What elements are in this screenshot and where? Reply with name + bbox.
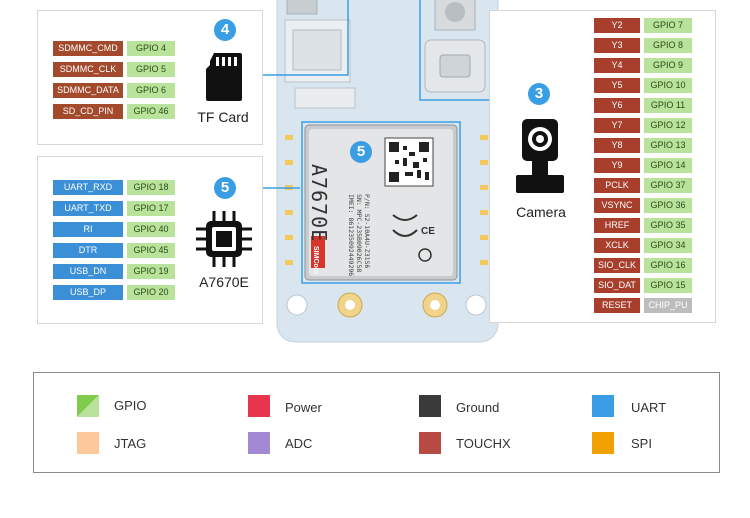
legend-gpio-swatch xyxy=(77,395,99,417)
camera-gpio-label: GPIO 7 xyxy=(644,18,692,33)
camera-gpio-label: GPIO 36 xyxy=(644,198,692,213)
camera-gpio-label: GPIO 15 xyxy=(644,278,692,293)
tf-card-panel: SDMMC_CMD GPIO 4 SDMMC_CLK GPIO 5 SDMMC_… xyxy=(37,10,263,145)
camera-icon xyxy=(516,119,564,193)
board: 5 A7670E SIMCom CE P/N: S2-10A4U-Z31S6 S… xyxy=(275,0,500,345)
camera-gpio-label: GPIO 8 xyxy=(644,38,692,53)
camera-gpio-label: GPIO 11 xyxy=(644,98,692,113)
legend-uart-label: UART xyxy=(631,400,667,415)
legend: GPIO Power Ground UART JTAG ADC TOUCHX S… xyxy=(33,372,720,473)
camera-gpio-label: GPIO 37 xyxy=(644,178,692,193)
tf-gpio-label: GPIO 6 xyxy=(127,83,175,98)
modem-gpio-label: GPIO 17 xyxy=(127,201,175,216)
legend-touchx-label: TOUCHX xyxy=(456,436,511,451)
camera-caption: Camera xyxy=(516,204,566,220)
modem-pin-label: DTR xyxy=(53,243,123,258)
board-graphic xyxy=(276,0,499,343)
modem-gpio-label: GPIO 19 xyxy=(127,264,175,279)
camera-pin-label: XCLK xyxy=(594,238,640,253)
modem-gpio-label: GPIO 45 xyxy=(127,243,175,258)
camera-pin-label: Y4 xyxy=(594,58,640,73)
legend-spi-label: SPI xyxy=(631,436,652,451)
modem-pin-label: UART_RXD xyxy=(53,180,123,195)
camera-gpio-label: GPIO 14 xyxy=(644,158,692,173)
modem-pin-label: USB_DP xyxy=(53,285,123,300)
camera-pin-label: RESET xyxy=(594,298,640,313)
camera-gpio-label: GPIO 34 xyxy=(644,238,692,253)
modem-pin-label: UART_TXD xyxy=(53,201,123,216)
tf-gpio-label: GPIO 5 xyxy=(127,62,175,77)
legend-ground-swatch xyxy=(419,395,441,417)
modem-gpio-label: GPIO 20 xyxy=(127,285,175,300)
legend-jtag-swatch xyxy=(77,432,99,454)
legend-ground-label: Ground xyxy=(456,400,500,415)
camera-pin-label: Y9 xyxy=(594,158,640,173)
camera-pin-label: PCLK xyxy=(594,178,640,193)
camera-pin-label: Y6 xyxy=(594,98,640,113)
camera-pin-label: Y8 xyxy=(594,138,640,153)
tf-pin-label: SDMMC_CMD xyxy=(53,41,123,56)
legend-gpio-label: GPIO xyxy=(114,398,147,413)
camera-gpio-label: GPIO 12 xyxy=(644,118,692,133)
camera-pin-label: Y2 xyxy=(594,18,640,33)
legend-power-swatch xyxy=(248,395,270,417)
sd-card-icon xyxy=(206,53,242,101)
legend-adc-label: ADC xyxy=(285,436,313,451)
camera-pin-label: Y7 xyxy=(594,118,640,133)
legend-touchx-swatch xyxy=(419,432,441,454)
modem-number-badge: 5 xyxy=(214,177,236,199)
camera-gpio-label: GPIO 16 xyxy=(644,258,692,273)
modem-pin-label: RI xyxy=(53,222,123,237)
tf-pin-label: SDMMC_CLK xyxy=(53,62,123,77)
module-number-badge: 5 xyxy=(350,141,372,163)
camera-gpio-label: GPIO 35 xyxy=(644,218,692,233)
modem-caption: A7670E xyxy=(199,274,249,290)
legend-adc-swatch xyxy=(248,432,270,454)
camera-number-badge: 3 xyxy=(528,83,550,105)
module-ce-text: CE xyxy=(421,226,435,237)
camera-panel: 3 Camera Y2 GPIO 7 Y3 GPIO 8 Y4 GPIO 9 Y… xyxy=(489,10,716,323)
camera-pin-label: Y5 xyxy=(594,78,640,93)
tf-card-caption: TF Card xyxy=(197,109,249,125)
camera-pin-label: Y3 xyxy=(594,38,640,53)
tf-pin-label: SDMMC_DATA xyxy=(53,83,123,98)
camera-gpio-label: GPIO 10 xyxy=(644,78,692,93)
camera-pin-label: HREF xyxy=(594,218,640,233)
legend-jtag-label: JTAG xyxy=(114,436,147,451)
camera-pin-label: SIO_CLK xyxy=(594,258,640,273)
modem-panel: UART_RXD GPIO 18 UART_TXD GPIO 17 RI GPI… xyxy=(37,156,263,324)
tf-pin-label: SD_CD_PIN xyxy=(53,104,123,119)
camera-gpio-label: GPIO 9 xyxy=(644,58,692,73)
tf-gpio-label: GPIO 46 xyxy=(127,104,175,119)
camera-chip-pu-label: CHIP_PU xyxy=(644,298,692,313)
camera-gpio-label: GPIO 13 xyxy=(644,138,692,153)
tf-number-badge: 4 xyxy=(214,19,236,41)
camera-pin-label: VSYNC xyxy=(594,198,640,213)
legend-power-label: Power xyxy=(285,400,322,415)
camera-pin-label: SIO_DAT xyxy=(594,278,640,293)
chip-icon xyxy=(196,211,252,267)
modem-pin-label: USB_DN xyxy=(53,264,123,279)
modem-gpio-label: GPIO 18 xyxy=(127,180,175,195)
legend-spi-swatch xyxy=(592,432,614,454)
tf-gpio-label: GPIO 4 xyxy=(127,41,175,56)
modem-gpio-label: GPIO 40 xyxy=(127,222,175,237)
legend-uart-swatch xyxy=(592,395,614,417)
